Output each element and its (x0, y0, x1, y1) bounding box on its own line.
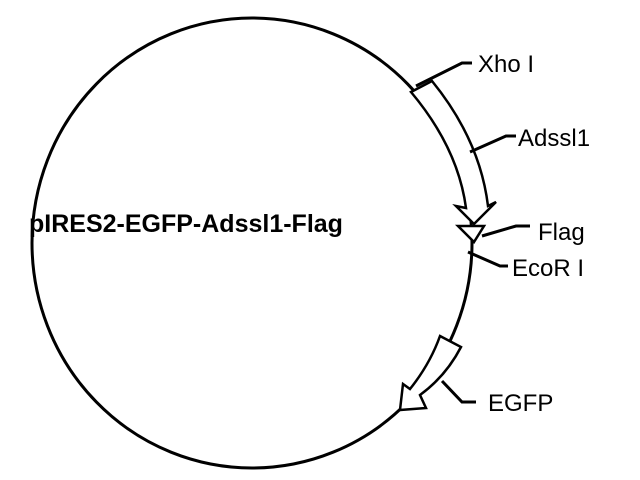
egfp-leader-line (440, 379, 476, 404)
egfp-feature-arrow (398, 334, 463, 412)
flag-leader-line (481, 224, 530, 238)
adssl1-leader-line (469, 134, 516, 154)
xho-leader-line (415, 61, 472, 88)
xho-site-label: Xho I (478, 51, 534, 78)
egfp-gene-label: EGFP (488, 390, 553, 417)
plasmid-backbone-circle (30, 16, 474, 470)
ecor-site-label: EcoR I (512, 255, 584, 282)
adssl1-feature-arrow (409, 79, 497, 226)
adssl1-gene-label: Adssl1 (518, 125, 590, 152)
flag-tag-label: Flag (538, 219, 585, 246)
ecor-leader-line (467, 250, 508, 268)
plasmid-name-label: pIRES2-EGFP-Adssl1-Flag (29, 210, 343, 238)
flag-feature-arrow (454, 224, 487, 244)
